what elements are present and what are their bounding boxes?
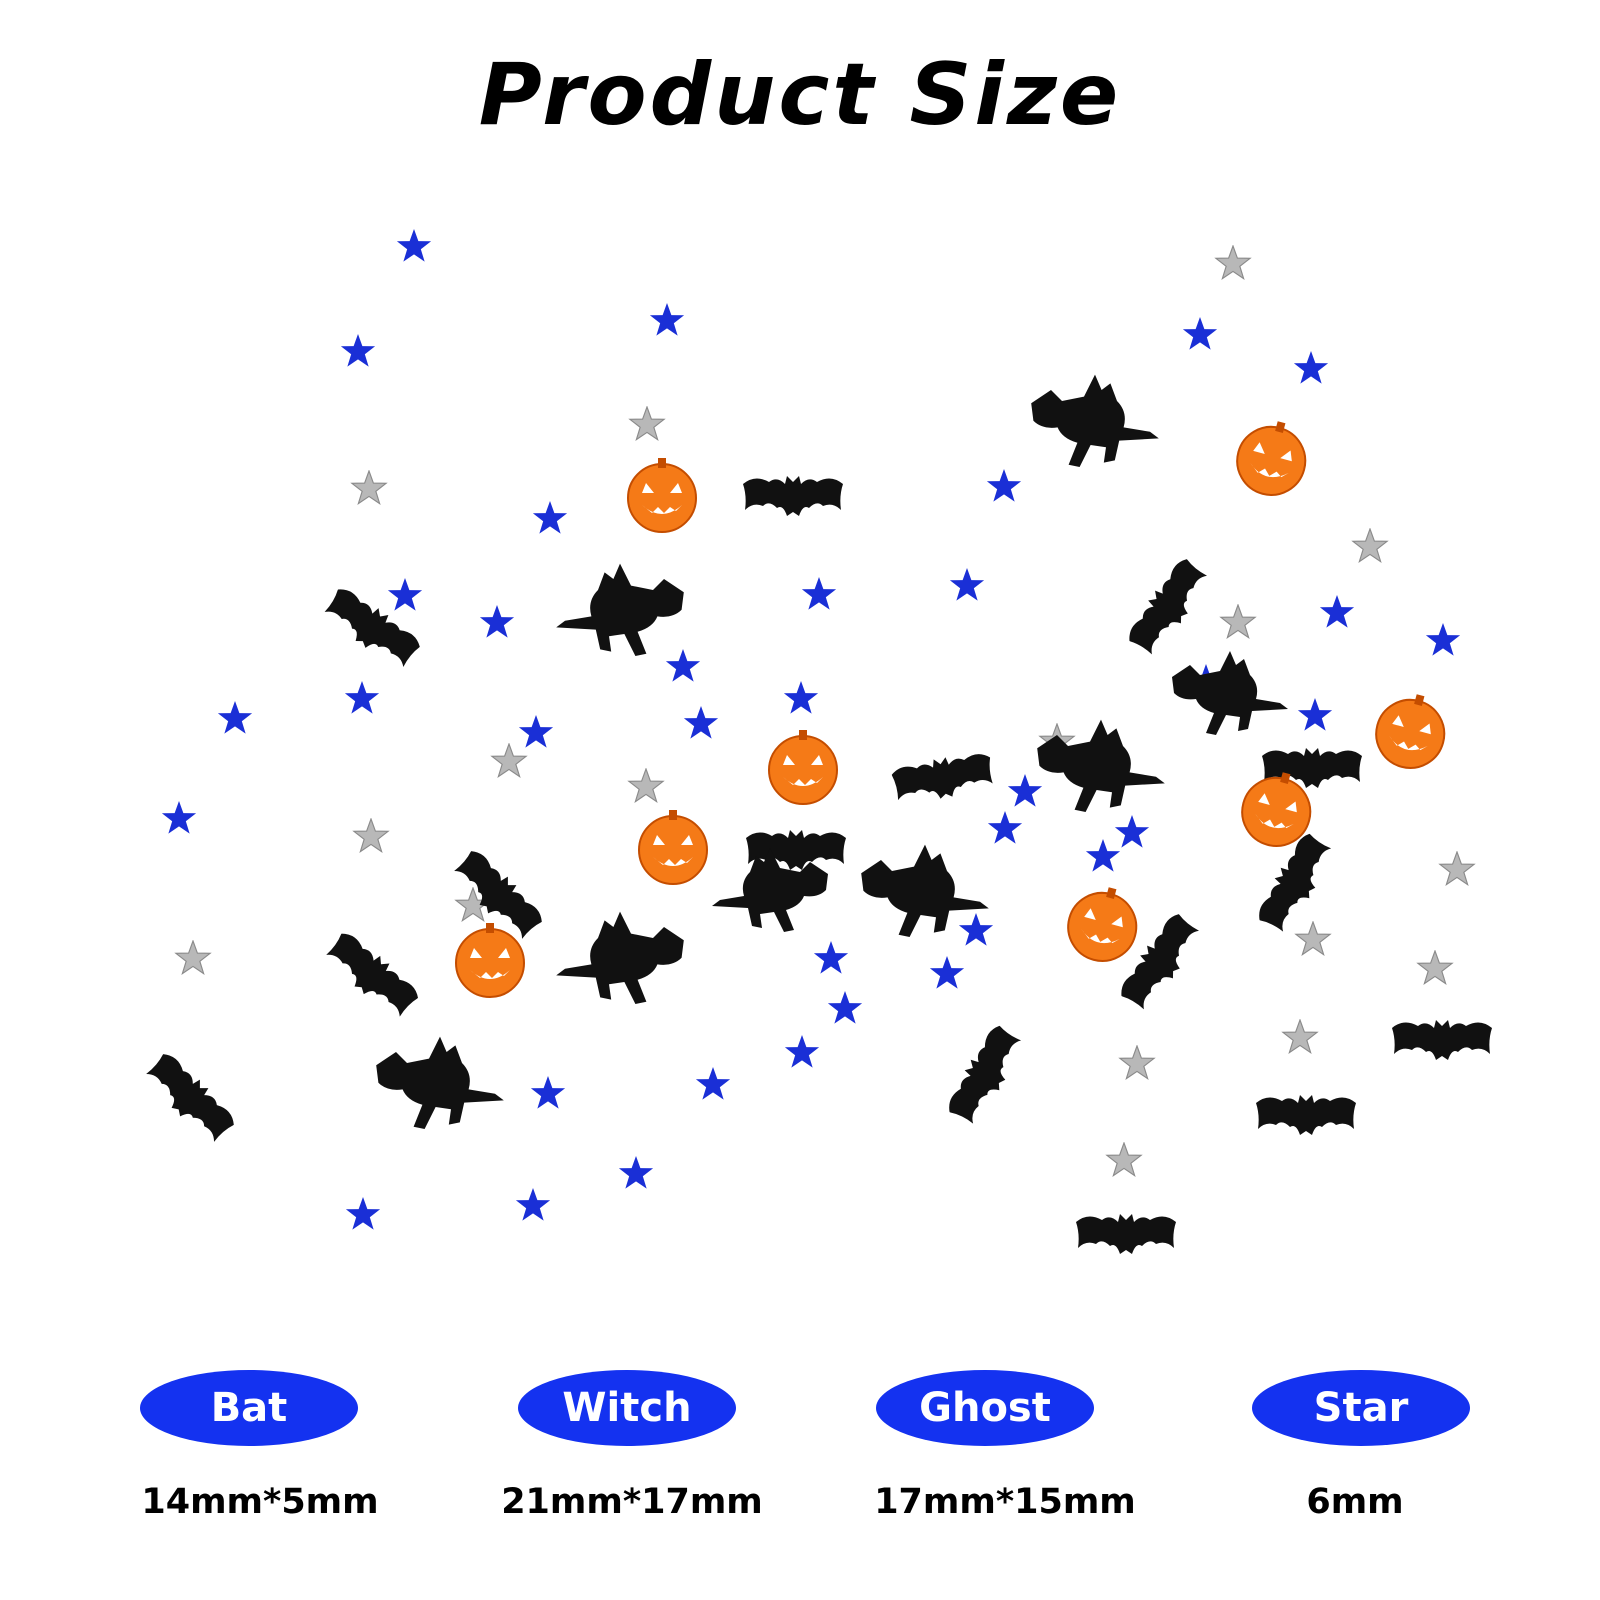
star-size: 6mm (1306, 1482, 1404, 1522)
star-icon (1294, 921, 1332, 956)
star-icon (1293, 350, 1329, 384)
witch-icon (861, 844, 989, 937)
pumpkin-icon (1228, 412, 1316, 504)
ghost-label-pill: Ghost (876, 1370, 1094, 1446)
ghost-size: 17mm*15mm (874, 1482, 1136, 1522)
star-icon (929, 955, 965, 989)
star-icon (174, 940, 212, 975)
witch-label: Witch (562, 1385, 692, 1431)
star-icon (340, 333, 376, 367)
ghost-label: Ghost (919, 1385, 1051, 1431)
pumpkin-icon (1367, 685, 1455, 777)
bat-size: 14mm*5mm (141, 1482, 379, 1522)
star-icon (783, 680, 819, 714)
star-icon (683, 705, 719, 739)
star-icon (958, 912, 994, 946)
witch-icon (376, 1036, 504, 1129)
bat-icon (1076, 1214, 1176, 1254)
star-icon (1281, 1019, 1319, 1054)
star-icon (628, 406, 666, 441)
star-icon (1007, 773, 1043, 807)
star-icon (649, 302, 685, 336)
witch-icon (556, 563, 684, 656)
star-icon (827, 990, 863, 1024)
bat-icon (942, 1021, 1028, 1129)
star-icon (344, 680, 380, 714)
star-icon (1297, 697, 1333, 731)
witch-icon (1031, 374, 1159, 467)
star-icon (345, 1196, 381, 1230)
star-icon (1351, 528, 1389, 563)
star-icon (515, 1187, 551, 1221)
star-icon (1105, 1142, 1143, 1177)
star-icon (1085, 838, 1121, 872)
star-icon (665, 648, 701, 682)
star-icon (532, 500, 568, 534)
star-icon (627, 768, 665, 803)
pumpkin-icon (768, 729, 838, 805)
witch-size: 21mm*17mm (501, 1482, 763, 1522)
pumpkin-icon (1059, 878, 1147, 970)
star-icon (1118, 1045, 1156, 1080)
star-icon (387, 577, 423, 611)
witch-icon (556, 911, 684, 1004)
bat-icon (140, 1048, 240, 1148)
star-icon (695, 1066, 731, 1100)
size-legend: Bat Witch Ghost Star 14mm*5mm 21mm*17mm … (0, 1370, 1600, 1530)
star-icon (352, 818, 390, 853)
star-icon (986, 468, 1022, 502)
witch-icon (1172, 651, 1288, 735)
star-icon (1219, 604, 1257, 639)
star-icon (479, 604, 515, 638)
star-icon (1425, 622, 1461, 656)
pumpkin-icon (455, 922, 525, 998)
star-icon (1416, 950, 1454, 985)
bat-icon (1252, 829, 1338, 937)
page-title: Product Size (478, 45, 1122, 145)
star-icon (490, 743, 528, 778)
star-icon (618, 1155, 654, 1189)
star-icon (1114, 814, 1150, 848)
star-icon (813, 940, 849, 974)
bat-icon (1256, 1095, 1356, 1135)
star-label: Star (1313, 1385, 1409, 1431)
pumpkin-icon (627, 457, 697, 533)
witch-label-pill: Witch (518, 1370, 736, 1446)
pumpkin-icon (638, 809, 708, 885)
star-icon (396, 228, 432, 262)
star-icon (987, 810, 1023, 844)
star-icon (350, 470, 388, 505)
star-icon (518, 714, 554, 748)
bat-icon (1122, 554, 1214, 660)
bat-icon (743, 476, 843, 516)
star-icon (1438, 851, 1476, 886)
star-icon (530, 1075, 566, 1109)
star-icon (801, 576, 837, 610)
star-icon (161, 800, 197, 834)
bat-label: Bat (210, 1385, 288, 1431)
star-label-pill: Star (1252, 1370, 1470, 1446)
star-icon (784, 1034, 820, 1068)
bat-icon (320, 927, 424, 1023)
star-icon (217, 700, 253, 734)
star-icon (1319, 594, 1355, 628)
bat-label-pill: Bat (140, 1370, 358, 1446)
bat-icon (1392, 1020, 1492, 1060)
star-icon (1182, 316, 1218, 350)
bat-icon (890, 749, 996, 807)
star-icon (1214, 245, 1252, 280)
star-icon (949, 567, 985, 601)
